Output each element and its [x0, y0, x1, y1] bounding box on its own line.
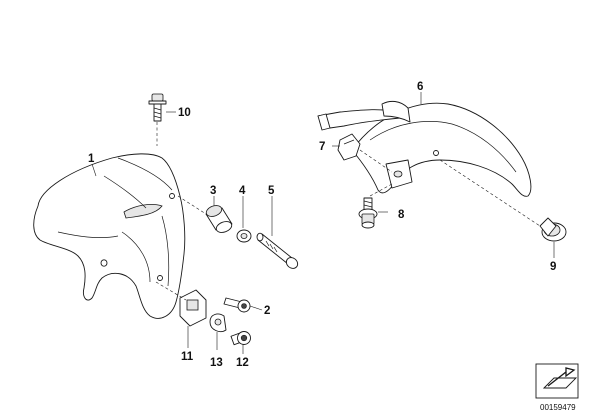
callout-label-5: 5: [268, 185, 275, 197]
callout-label-3: 3: [210, 185, 216, 197]
alignment-line: [177, 195, 207, 215]
callout-label-9: 9: [550, 261, 556, 273]
screw-2-part: [223, 297, 251, 313]
front-fender-part: [33, 153, 186, 319]
callout-label-11: 11: [181, 351, 194, 363]
clip-13-part: [209, 313, 227, 333]
bolt-5-part: [256, 232, 299, 269]
spacer-3-part: [205, 205, 233, 233]
callout-label-8: 8: [398, 209, 405, 221]
fender-6-part: [317, 100, 532, 197]
clip-nut-11-part: [155, 281, 207, 327]
clip-7-part: [337, 133, 361, 161]
callout-label-7: 7: [319, 141, 325, 153]
callout-label-1: 1: [88, 153, 95, 165]
callout-label-6: 6: [417, 81, 423, 93]
callout-label-2: 2: [264, 305, 270, 317]
alignment-line: [439, 159, 541, 227]
plug-9-part: [539, 217, 567, 242]
drawing-number: 00159479: [540, 403, 576, 412]
alignment-line: [359, 149, 393, 173]
screw-8-part: [358, 197, 378, 229]
callout-label-10: 10: [178, 107, 191, 119]
callout-label-4: 4: [239, 185, 246, 197]
callout-label-12: 12: [236, 357, 249, 369]
screw-10-part: [148, 93, 167, 146]
leader-lines: [91, 92, 555, 354]
alignment-line: [369, 183, 393, 197]
arrow-symbol-icon: [535, 363, 579, 399]
screw-12-part: [230, 331, 251, 346]
callout-label-13: 13: [210, 357, 223, 369]
washer-4-part: [236, 229, 252, 243]
